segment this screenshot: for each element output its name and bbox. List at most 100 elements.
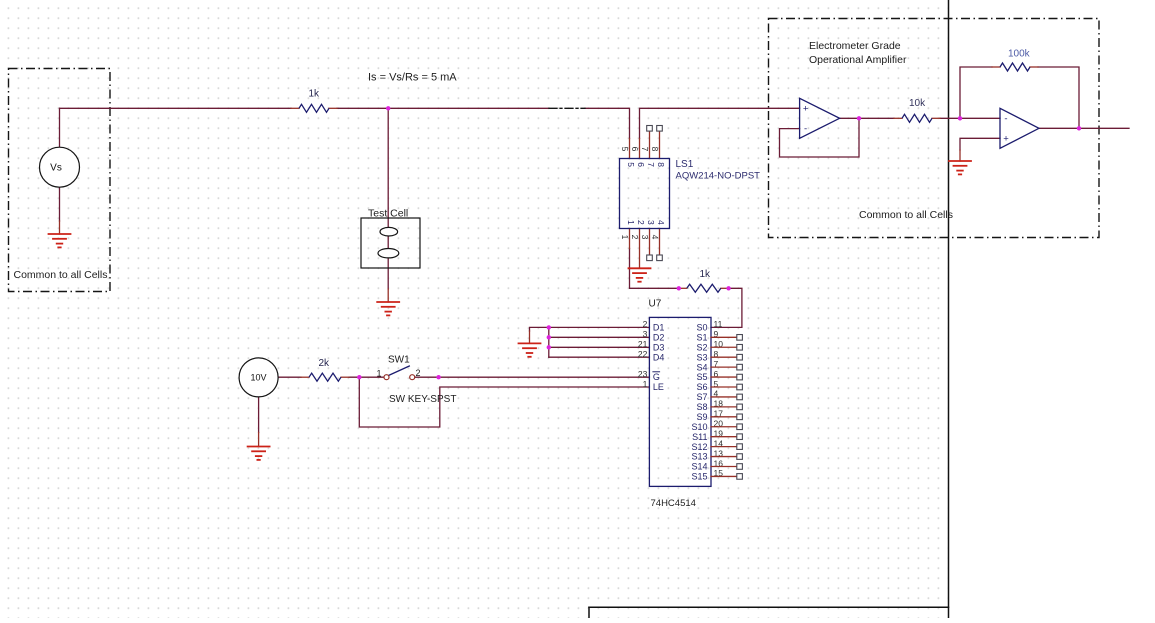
terminal-square xyxy=(736,473,743,480)
note-test-cell[interactable]: Test Cell xyxy=(368,207,408,219)
terminal-square xyxy=(736,343,743,351)
label-vs[interactable]: Vs xyxy=(50,163,62,174)
decoder-pin-number: 16 xyxy=(714,458,724,468)
junction-dot xyxy=(957,116,963,121)
junction-dot xyxy=(1076,126,1082,131)
ground-10v[interactable] xyxy=(246,445,271,461)
decoder-pin-name: S13 xyxy=(691,452,707,462)
label-sw1-pin2[interactable]: 2 xyxy=(416,368,421,378)
decoder-pin-number: 10 xyxy=(714,339,724,349)
decoder-pin-name: S15 xyxy=(691,472,707,482)
label-r1-value[interactable]: 1k xyxy=(309,89,321,100)
junction-dot xyxy=(546,335,551,340)
resistor-r4-10k[interactable] xyxy=(893,113,941,124)
decoder-pin-number: 13 xyxy=(714,448,724,458)
decoder-pin-name: D1 xyxy=(653,323,665,333)
switch-blade xyxy=(387,365,411,377)
label-r4-value[interactable]: 10k xyxy=(909,98,926,109)
net-opamp1-feedback[interactable] xyxy=(778,117,860,158)
terminal-square[interactable] xyxy=(656,254,663,262)
resistor-r1-1k[interactable] xyxy=(290,103,338,114)
ground-vs[interactable] xyxy=(47,233,72,249)
terminal-square xyxy=(736,463,743,470)
note-electrometer-2[interactable]: Operational Amplifier xyxy=(809,54,907,66)
note-electrometer-1[interactable]: Electrometer Grade xyxy=(809,40,901,52)
opamp-gain[interactable]: -+ xyxy=(999,107,1041,150)
resistor-r3-2k[interactable] xyxy=(300,372,350,383)
label-u7-part[interactable]: 74HC4514 xyxy=(651,498,696,509)
decoder-pin-number: 20 xyxy=(714,419,724,429)
junction-dot xyxy=(856,116,862,121)
decoder-pin-name: D3 xyxy=(653,342,665,352)
net-r5-to-out[interactable] xyxy=(1037,66,1080,129)
resistor-zigzag xyxy=(999,61,1031,73)
label-sw1[interactable]: SW1 xyxy=(388,355,410,366)
relay-body xyxy=(618,157,671,230)
decoder-pin-name: S14 xyxy=(691,462,707,472)
label-r5-value[interactable]: 100k xyxy=(1008,49,1031,60)
label-r2-value[interactable]: 1k xyxy=(700,269,712,280)
note-common-cells-left[interactable]: Common to all Cells xyxy=(14,269,108,281)
net-junction-to-r5[interactable] xyxy=(959,66,993,119)
net-dbus-gnd[interactable] xyxy=(528,326,550,332)
decoder-pin-number: 1 xyxy=(643,379,648,389)
decoder-pin-name: S1 xyxy=(696,332,707,342)
ground-opamp2[interactable] xyxy=(948,160,972,176)
decoder-pin-number: 23 xyxy=(638,369,648,379)
net-ls1pin6-to-opamp1[interactable] xyxy=(638,107,801,140)
decoder-pin-number: 21 xyxy=(638,339,648,349)
source-10v[interactable] xyxy=(238,357,279,398)
decoder-pin-name: S7 xyxy=(696,392,707,402)
decoder-pin-number: 6 xyxy=(714,369,719,379)
ground-ls1[interactable] xyxy=(627,267,652,283)
decoder-pin-number: 18 xyxy=(714,399,724,409)
net-bypass-to-le[interactable] xyxy=(358,376,651,428)
opamp-input-sign-bottom: + xyxy=(1003,134,1009,145)
label-ls1-ref[interactable]: LS1 xyxy=(676,159,694,170)
label-ls1-part[interactable]: AQW214-NO-DPST xyxy=(676,171,761,182)
decoder-pin-name: S5 xyxy=(696,372,707,382)
terminal-square xyxy=(736,403,743,411)
ground-testcell[interactable] xyxy=(376,301,401,317)
opamp-buffer[interactable]: +- xyxy=(798,97,842,140)
source-vs[interactable] xyxy=(38,146,81,188)
switch-terminal-2 xyxy=(409,374,416,381)
net-r2-to-s0[interactable] xyxy=(710,287,743,329)
net-opamp2-plus-gnd[interactable] xyxy=(959,137,1001,151)
note-current-formula[interactable]: Is = Vs/Rs = 5 mA xyxy=(368,71,457,83)
relay-pin-name: 1 xyxy=(626,220,636,225)
label-sw-type[interactable]: SW KEY-SPST xyxy=(389,394,456,405)
decoder-pin-name: S11 xyxy=(692,432,707,442)
terminal-square xyxy=(736,373,743,381)
label-sw1-pin1[interactable]: 1 xyxy=(376,369,381,379)
terminal-square[interactable] xyxy=(656,124,663,132)
relay-pin-name: 6 xyxy=(636,162,646,167)
decoder-pin-name: S10 xyxy=(691,422,707,432)
terminal-square xyxy=(736,453,743,460)
common-cells-box[interactable] xyxy=(7,67,111,293)
net-ls1pin1-to-r2[interactable] xyxy=(628,247,680,289)
terminal-square[interactable] xyxy=(646,124,653,132)
terminal-square[interactable] xyxy=(646,254,653,262)
switch-sw1[interactable] xyxy=(383,365,416,381)
resistor-r5-100k[interactable] xyxy=(991,61,1039,73)
relay-pin-name: 8 xyxy=(656,162,666,167)
test-cell[interactable] xyxy=(360,217,421,269)
relay-pin-number: 5 xyxy=(620,147,630,152)
note-common-cells-right[interactable]: Common to all Cells xyxy=(859,209,953,221)
resistor-zigzag xyxy=(901,113,933,124)
ground-dbus[interactable] xyxy=(517,342,542,358)
label-u7-ref[interactable]: U7 xyxy=(649,299,662,310)
junction-dot xyxy=(546,325,551,330)
label-10v[interactable]: 10V xyxy=(250,373,266,383)
net-break-to-ls1pin5[interactable] xyxy=(584,107,631,140)
grid-dots-area xyxy=(0,0,949,618)
decoder-pin-name: S12 xyxy=(691,442,707,452)
decoder-pin-number: 14 xyxy=(714,438,724,448)
test-cell-body xyxy=(360,217,421,269)
label-r3-value[interactable]: 2k xyxy=(319,358,331,369)
decoder-pin-number: 11 xyxy=(714,319,723,329)
